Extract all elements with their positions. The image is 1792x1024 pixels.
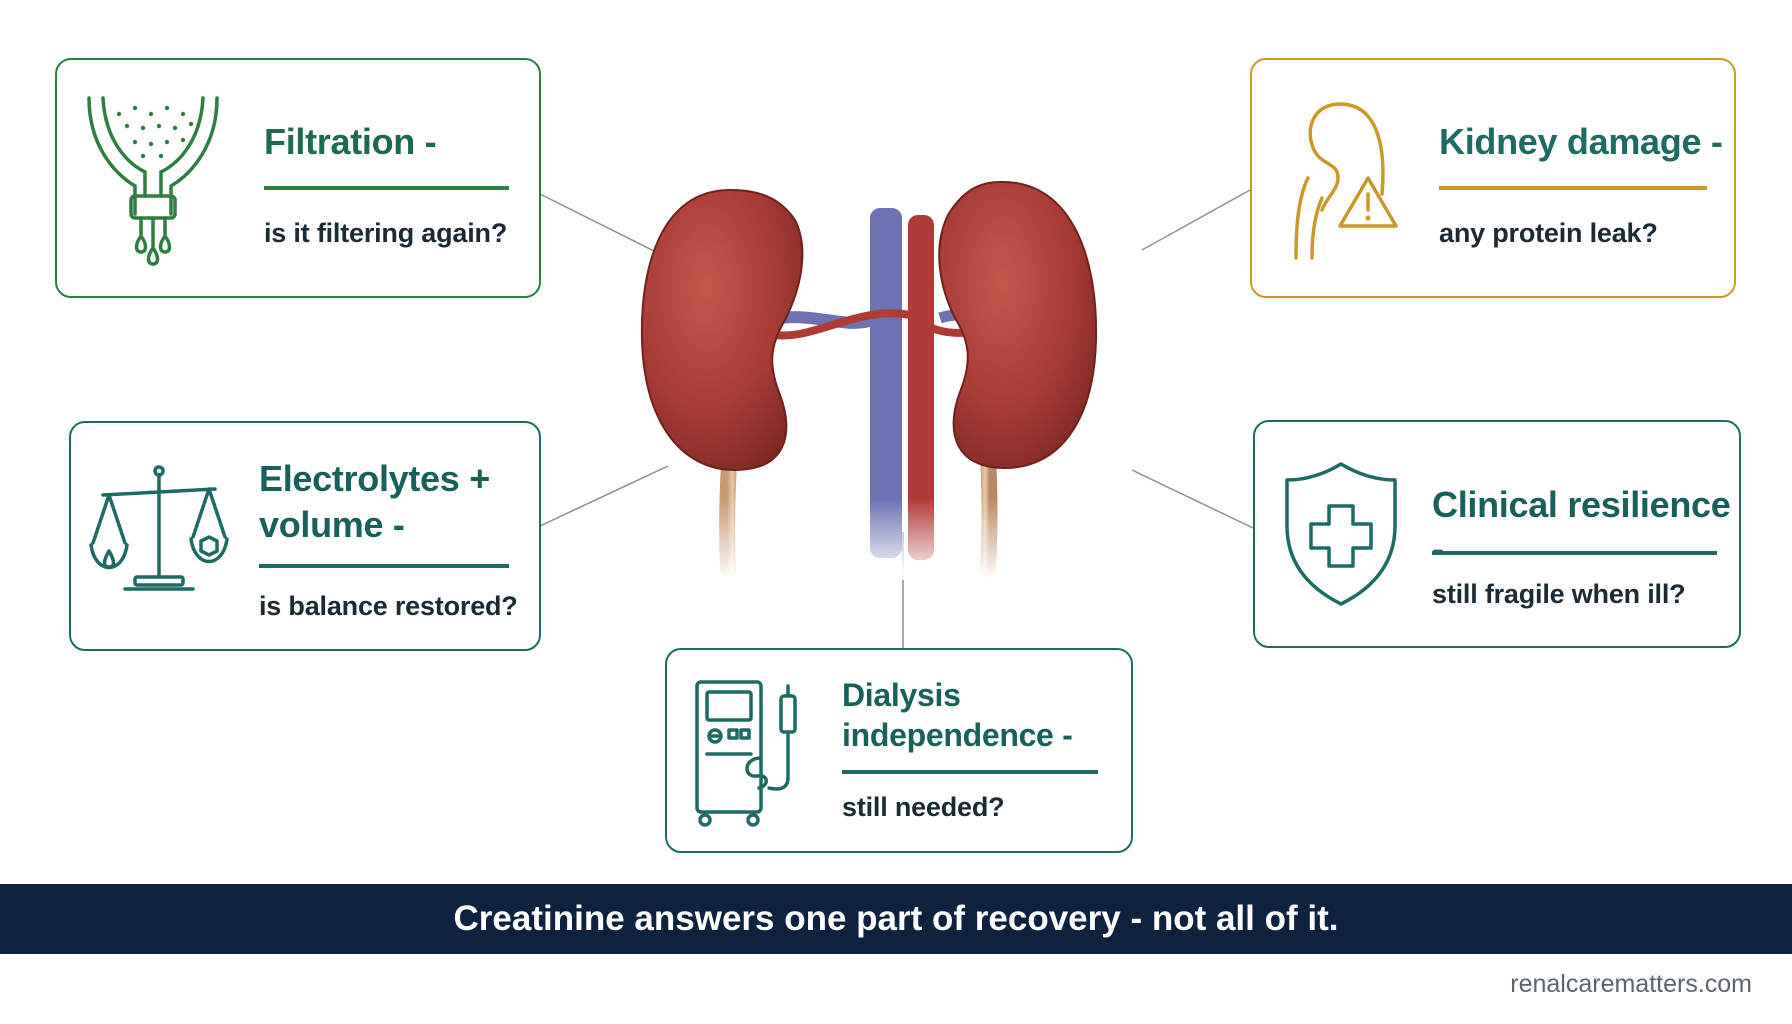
card-clinical-resilience-rule	[1432, 551, 1717, 555]
card-clinical-resilience: Clinical resilience - still fragile when…	[1253, 420, 1741, 648]
kidney-warning-icon	[1294, 102, 1398, 260]
card-electrolytes-question: is balance restored?	[259, 591, 518, 621]
card-kidney-damage: Kidney damage - any protein leak?	[1250, 58, 1736, 298]
card-filtration-title: Filtration -	[264, 121, 437, 162]
card-kidney-damage-title: Kidney damage -	[1439, 121, 1723, 162]
card-dialysis-title-line2: independence -	[842, 717, 1073, 753]
card-dialysis-independence: Dialysis independence - still needed?	[665, 648, 1133, 853]
card-electrolytes-rule	[259, 564, 509, 568]
site-url: renalcarematters.com	[1510, 970, 1752, 998]
card-dialysis-question: still needed?	[842, 792, 1005, 822]
kidneys-illustration	[620, 170, 1180, 580]
card-electrolytes: Electrolytes + volume - is balance resto…	[69, 421, 541, 651]
card-dialysis-rule	[842, 770, 1098, 774]
card-filtration-rule	[264, 186, 509, 190]
summary-banner-text: Creatinine answers one part of recovery …	[453, 899, 1339, 938]
card-kidney-damage-rule	[1439, 186, 1707, 190]
card-electrolytes-title-line2: volume -	[259, 504, 405, 545]
summary-banner: Creatinine answers one part of recovery …	[0, 884, 1792, 954]
card-clinical-resilience-title: Clinical resilience -	[1432, 484, 1731, 569]
card-filtration-question: is it filtering again?	[264, 218, 508, 248]
shield-plus-icon	[1285, 462, 1397, 606]
balance-scale-icon	[89, 465, 229, 591]
funnel-filter-icon	[87, 96, 219, 266]
card-clinical-resilience-question: still fragile when ill?	[1432, 579, 1686, 609]
dialysis-machine-icon	[695, 680, 797, 827]
card-dialysis-title-line1: Dialysis	[842, 677, 961, 713]
card-filtration: Filtration - is it filtering again?	[55, 58, 541, 298]
card-kidney-damage-question: any protein leak?	[1439, 218, 1658, 248]
card-electrolytes-title-line1: Electrolytes +	[259, 458, 490, 499]
